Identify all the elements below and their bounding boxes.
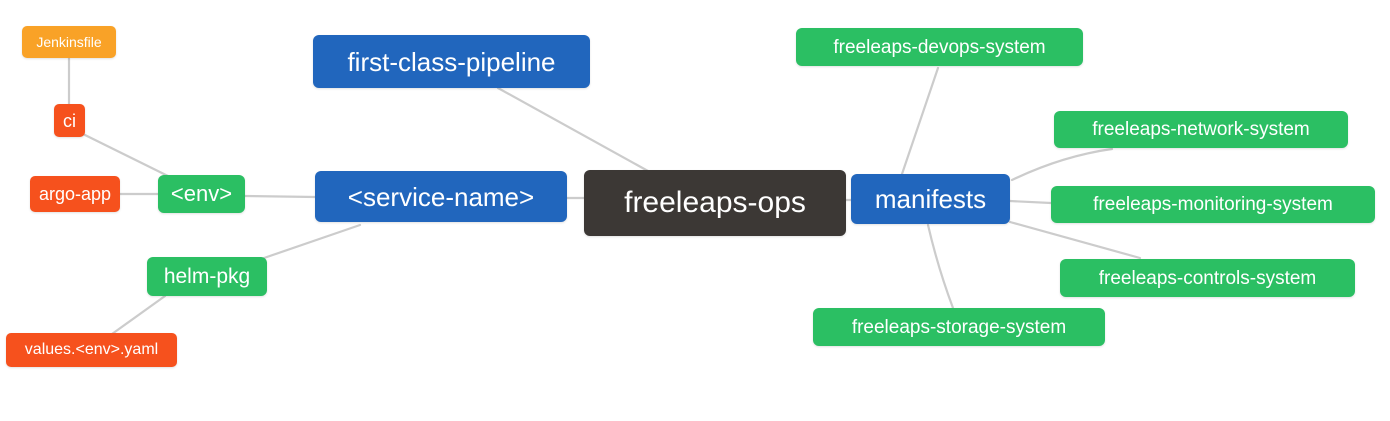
node-helm-pkg[interactable]: helm-pkg (147, 257, 267, 296)
node-jenkinsfile[interactable]: Jenkinsfile (22, 26, 116, 58)
node-first-class-pipeline[interactable]: first-class-pipeline (313, 35, 590, 88)
node-ci[interactable]: ci (54, 104, 85, 137)
edge-helm-pkg-values (110, 294, 167, 336)
node-freeleaps-ops-root[interactable]: freeleaps-ops (584, 170, 846, 236)
node-argo-app[interactable]: argo-app (30, 176, 120, 212)
edge-manifests-network (1010, 147, 1114, 182)
node-freeleaps-monitoring-system[interactable]: freeleaps-monitoring-system (1051, 186, 1375, 223)
edge-service-name-helm-pkg (262, 223, 362, 260)
node-service-name[interactable]: <service-name> (315, 171, 567, 222)
edge-manifests-devops (900, 66, 940, 176)
edge-ci-env (83, 133, 172, 179)
edge-env-service-name (243, 194, 317, 199)
node-env[interactable]: <env> (158, 175, 245, 213)
node-freeleaps-storage-system[interactable]: freeleaps-storage-system (813, 308, 1105, 346)
node-values-env-yaml[interactable]: values.<env>.yaml (6, 333, 177, 367)
node-freeleaps-devops-system[interactable]: freeleaps-devops-system (796, 28, 1083, 66)
edge-manifests-monitoring (1008, 199, 1053, 205)
node-freeleaps-controls-system[interactable]: freeleaps-controls-system (1060, 259, 1355, 297)
node-freeleaps-network-system[interactable]: freeleaps-network-system (1054, 111, 1348, 148)
edge-manifests-storage (926, 223, 955, 310)
edge-manifests-controls (1008, 220, 1142, 260)
edge-pipeline-root (496, 86, 650, 173)
node-manifests[interactable]: manifests (851, 174, 1010, 224)
